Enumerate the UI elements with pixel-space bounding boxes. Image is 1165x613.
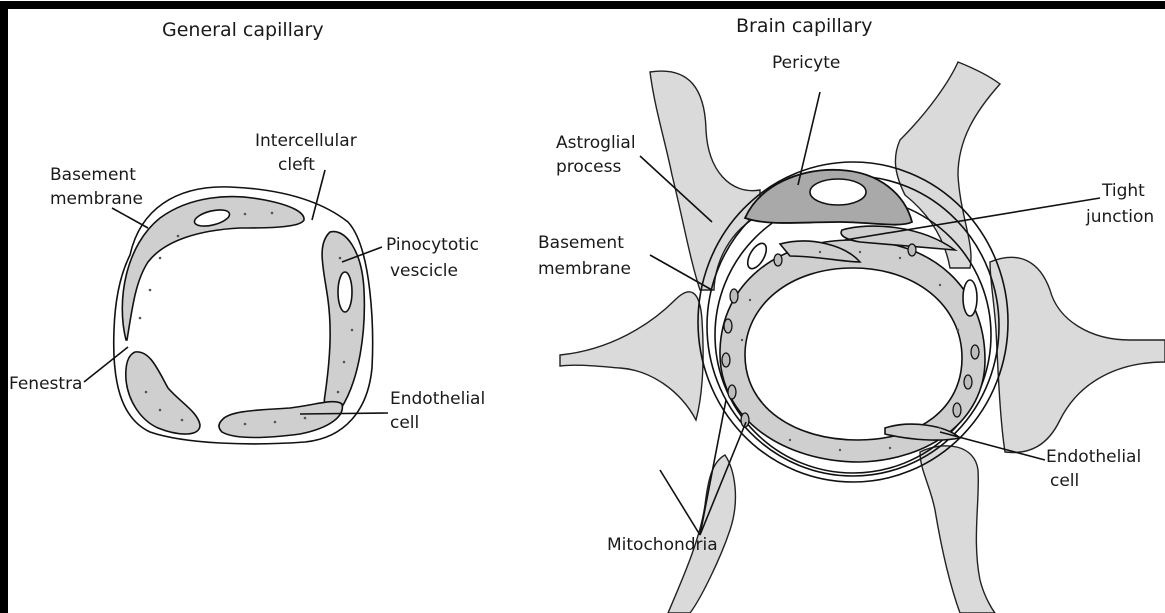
general-nucleus-right [338, 272, 352, 312]
astroglial-label-2: process [556, 157, 621, 177]
general-cleft-leader [312, 170, 325, 220]
brain-basement-label-2: membrane [538, 259, 631, 279]
general-basement-label-1: Basement [50, 165, 136, 185]
intercellular-cleft-label-2: cleft [278, 155, 315, 175]
mitochondrion [774, 254, 782, 266]
astroglia-bottom-left [668, 455, 735, 613]
brain-nucleus-right [963, 280, 977, 316]
fenestra-label: Fenestra [9, 374, 82, 394]
mitochondria-label: Mitochondria [607, 535, 718, 555]
astroglia-left [560, 292, 703, 420]
mitochondria-leader-3 [660, 470, 700, 535]
tight-junction-label-2: junction [1085, 207, 1154, 227]
brain-basement-label-1: Basement [538, 233, 624, 253]
pinocytotic-vesicle-label-1: Pinocytotic [386, 235, 479, 255]
general-capillary-diagram: General capillary Basement membrane Inte… [9, 19, 485, 444]
mitochondrion [722, 353, 730, 367]
mitochondrion [730, 289, 738, 303]
brain-endothelial-label-2: cell [1050, 471, 1079, 491]
astroglia-right [990, 257, 1165, 452]
pericyte-label: Pericyte [772, 53, 840, 73]
general-capillary-title: General capillary [162, 19, 324, 41]
brain-capillary-title: Brain capillary [736, 15, 873, 37]
general-endothelial-label-1: Endothelial [390, 389, 485, 409]
general-endothelial-cell-bottom [219, 402, 342, 438]
mitochondrion [953, 403, 961, 417]
astroglial-processes [560, 62, 1165, 613]
general-endothelial-cell-left [126, 352, 200, 434]
brain-endothelial-cell-ring [720, 240, 985, 462]
general-endothelial-cell-right [322, 232, 364, 414]
mitochondrion [724, 319, 732, 333]
astroglia-bottom [920, 446, 995, 613]
mitochondrion [964, 375, 972, 389]
intercellular-cleft-label-1: Intercellular [255, 131, 357, 151]
general-endothelial-leader [300, 413, 388, 414]
brain-endothelial-label-1: Endothelial [1046, 447, 1141, 467]
pinocytotic-vesicle-label-2: vescicle [390, 261, 458, 281]
general-basement-label-2: membrane [50, 189, 143, 209]
general-fenestra-leader [84, 347, 128, 382]
brain-capillary-diagram: Brain capillary Pericyte Astroglial proc… [538, 15, 1165, 613]
pericyte-nucleus [810, 179, 866, 205]
mitochondrion [728, 385, 736, 399]
tight-junction-label-1: Tight [1101, 181, 1145, 201]
mitochondrion [908, 244, 916, 256]
general-endothelial-label-2: cell [390, 413, 419, 433]
general-basement-leader [112, 208, 148, 228]
astroglial-label-1: Astroglial [556, 133, 636, 153]
mitochondrion [971, 345, 979, 359]
